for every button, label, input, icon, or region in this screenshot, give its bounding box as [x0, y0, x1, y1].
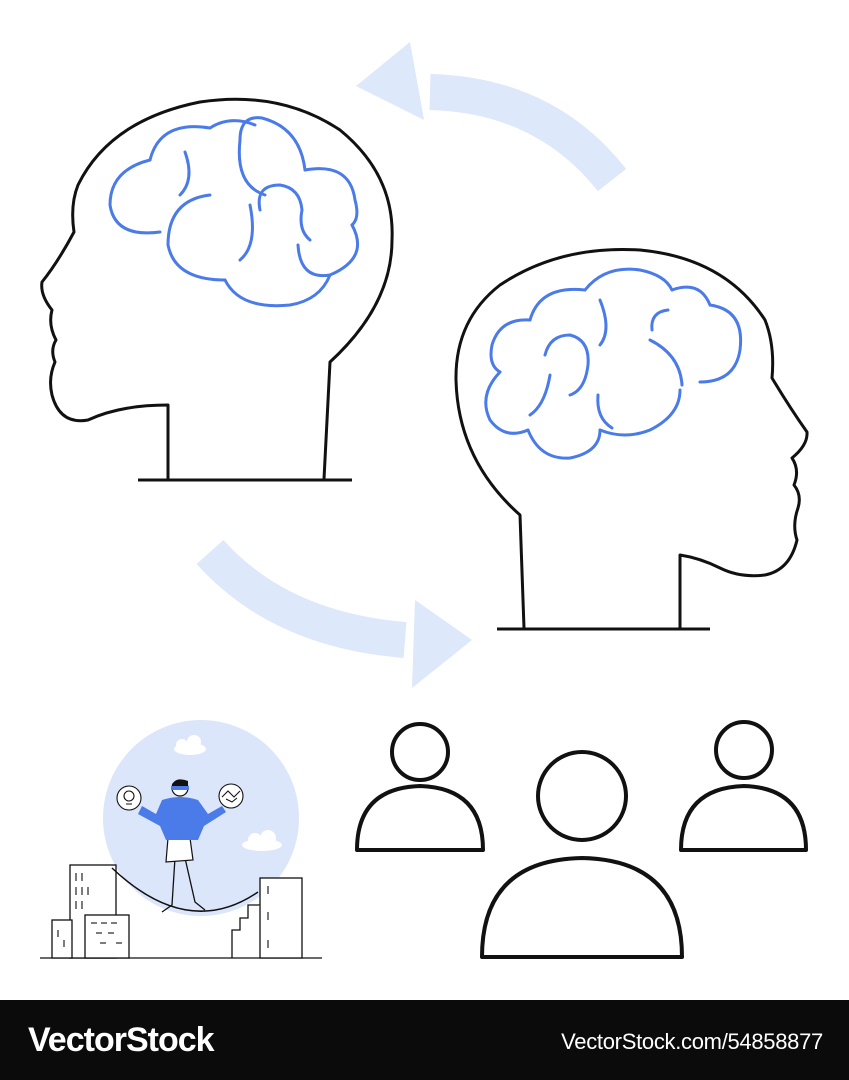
image-id-text: VectorStock.com/54858877	[561, 1029, 823, 1054]
watermark-footer: VectorStock VectorStock.com/54858877	[0, 1000, 849, 1080]
right-head-outline	[454, 247, 809, 630]
right-brain	[484, 267, 743, 460]
right-head-brain-icon	[454, 247, 809, 631]
person-center-icon	[480, 750, 684, 959]
tightrope-walker-scene	[40, 720, 322, 959]
person-left-icon	[355, 722, 485, 852]
left-brain	[108, 116, 360, 308]
illustration-canvas	[40, 42, 809, 959]
cycle-arrow-bottom-icon	[196, 539, 472, 688]
cloud-icon	[174, 735, 282, 851]
person-right-icon	[679, 720, 808, 852]
city-buildings	[51, 864, 303, 959]
lightbulb-gear-icon	[116, 785, 142, 811]
tightrope	[111, 867, 259, 912]
group-of-people-icon	[355, 720, 808, 959]
cycle-arrow-top-icon	[356, 42, 627, 192]
left-head-outline	[40, 97, 394, 481]
left-head-brain-icon	[40, 97, 394, 482]
handshake-icon	[218, 783, 244, 809]
vectorstock-logo: VectorStock	[28, 1021, 215, 1059]
walker-figure	[138, 779, 226, 913]
